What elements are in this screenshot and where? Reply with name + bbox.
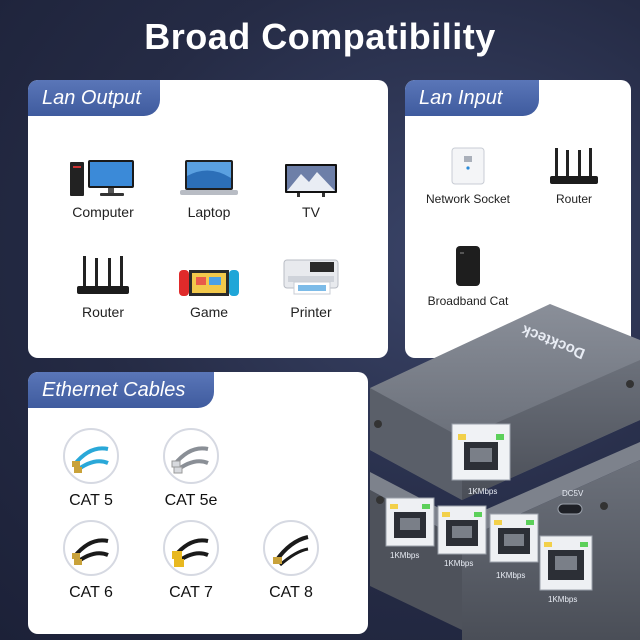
ethernet-cable-icon <box>172 538 209 567</box>
cable-circle <box>63 428 119 484</box>
computer-icon <box>70 160 134 196</box>
cable-item-cat6: CAT 6 <box>36 520 146 602</box>
page-title: Broad Compatibility <box>144 16 496 57</box>
lan-output-label: Computer <box>72 204 134 220</box>
lan-output-label: Laptop <box>187 204 231 220</box>
port-speed-label: 1KMbps <box>548 595 577 604</box>
lan-input-label: Broadband Cat <box>427 294 509 308</box>
broadband-cat-icon <box>456 246 480 286</box>
top-ethernet-port[interactable] <box>451 423 511 481</box>
cable-circle <box>263 520 319 576</box>
lan-output-label: Game <box>189 304 229 320</box>
lan-output-item-router: Router <box>48 252 158 320</box>
cable-circle <box>163 520 219 576</box>
lan-output-label: Printer <box>290 304 332 320</box>
port-speed-label: 1KMbps <box>390 551 419 560</box>
cable-label: CAT 6 <box>69 584 113 601</box>
lan-input-card: Lan Input Network Socket Router <box>405 80 631 358</box>
lan-output-item-laptop: Laptop <box>154 152 264 220</box>
ethernet-cables-tab: Ethernet Cables <box>28 372 214 408</box>
lan-output-card: Lan Output Computer Laptop <box>28 80 388 358</box>
lan-input-tab: Lan Input <box>405 80 539 116</box>
lan-output-item-game: Game <box>154 252 264 320</box>
lan-input-label: Network Socket <box>425 192 511 206</box>
lan-input-item-broadband-cat: Broadband Cat <box>413 242 523 308</box>
ethernet-cable-icon <box>273 535 309 567</box>
cable-label: CAT 5 <box>69 492 113 509</box>
ethernet-cables-card: Ethernet Cables CAT 5 CAT 5e <box>28 372 368 634</box>
tv-icon <box>285 164 337 197</box>
ethernet-cable-icon <box>171 446 209 474</box>
lan-input-item-router: Router <box>519 140 629 206</box>
lan-port-3[interactable] <box>489 513 539 563</box>
ethernet-splitter-device: Dockteck 1KMbps DC5V <box>370 304 640 640</box>
cable-item-cat8: CAT 8 <box>236 520 346 602</box>
ethernet-cable-icon <box>72 446 109 473</box>
port-speed-label: 1KMbps <box>444 559 473 568</box>
lan-output-label: TV <box>302 204 320 220</box>
dc-power-port[interactable] <box>557 503 583 515</box>
network-socket-icon <box>451 147 485 185</box>
cable-circle <box>63 520 119 576</box>
lan-output-label: Router <box>81 304 125 320</box>
lan-port-2[interactable] <box>437 505 487 555</box>
port-speed-label: 1KMbps <box>468 487 497 496</box>
game-console-icon <box>179 270 239 296</box>
port-speed-label: 1KMbps <box>496 571 525 580</box>
lan-input-label: Router <box>555 192 593 206</box>
lan-output-tab: Lan Output <box>28 80 160 116</box>
cable-label: CAT 7 <box>169 584 213 601</box>
router-icon <box>550 148 598 184</box>
lan-output-item-printer: Printer <box>256 252 366 320</box>
printer-icon <box>283 259 339 295</box>
router-icon <box>77 256 129 294</box>
bottom-unit: DC5V 1KMbp <box>370 442 640 640</box>
lan-output-item-tv: TV <box>256 152 366 220</box>
cable-item-cat5e: CAT 5e <box>136 428 246 510</box>
lan-output-item-computer: Computer <box>48 152 158 220</box>
cable-label: CAT 5e <box>164 492 218 509</box>
top-unit: Dockteck 1KMbps <box>370 304 640 500</box>
laptop-icon <box>180 160 238 195</box>
cable-circle <box>163 428 219 484</box>
lan-port-1[interactable] <box>385 497 435 547</box>
cable-label: CAT 8 <box>269 584 313 601</box>
cable-item-cat7: CAT 7 <box>136 520 246 602</box>
ethernet-cable-icon <box>72 538 109 565</box>
lan-input-item-network-socket: Network Socket <box>413 140 523 206</box>
lan-port-4[interactable] <box>539 535 593 591</box>
cable-item-cat5: CAT 5 <box>36 428 146 510</box>
dc-power-label: DC5V <box>562 489 584 498</box>
